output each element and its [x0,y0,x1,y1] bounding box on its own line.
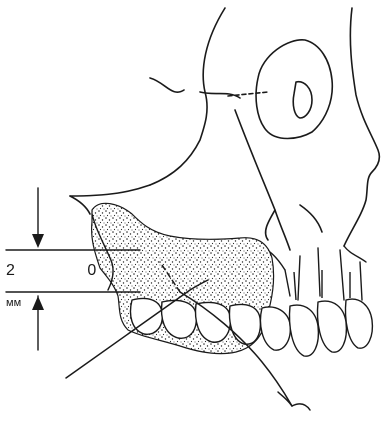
measurement-value: 2 0 [6,262,130,280]
up-arrow-icon [32,296,44,310]
measurement-unit: мм [6,297,21,309]
down-arrow-icon [32,234,44,248]
tooth [261,307,291,350]
tooth [290,305,319,356]
tooth [346,299,373,348]
tooth [318,301,347,352]
